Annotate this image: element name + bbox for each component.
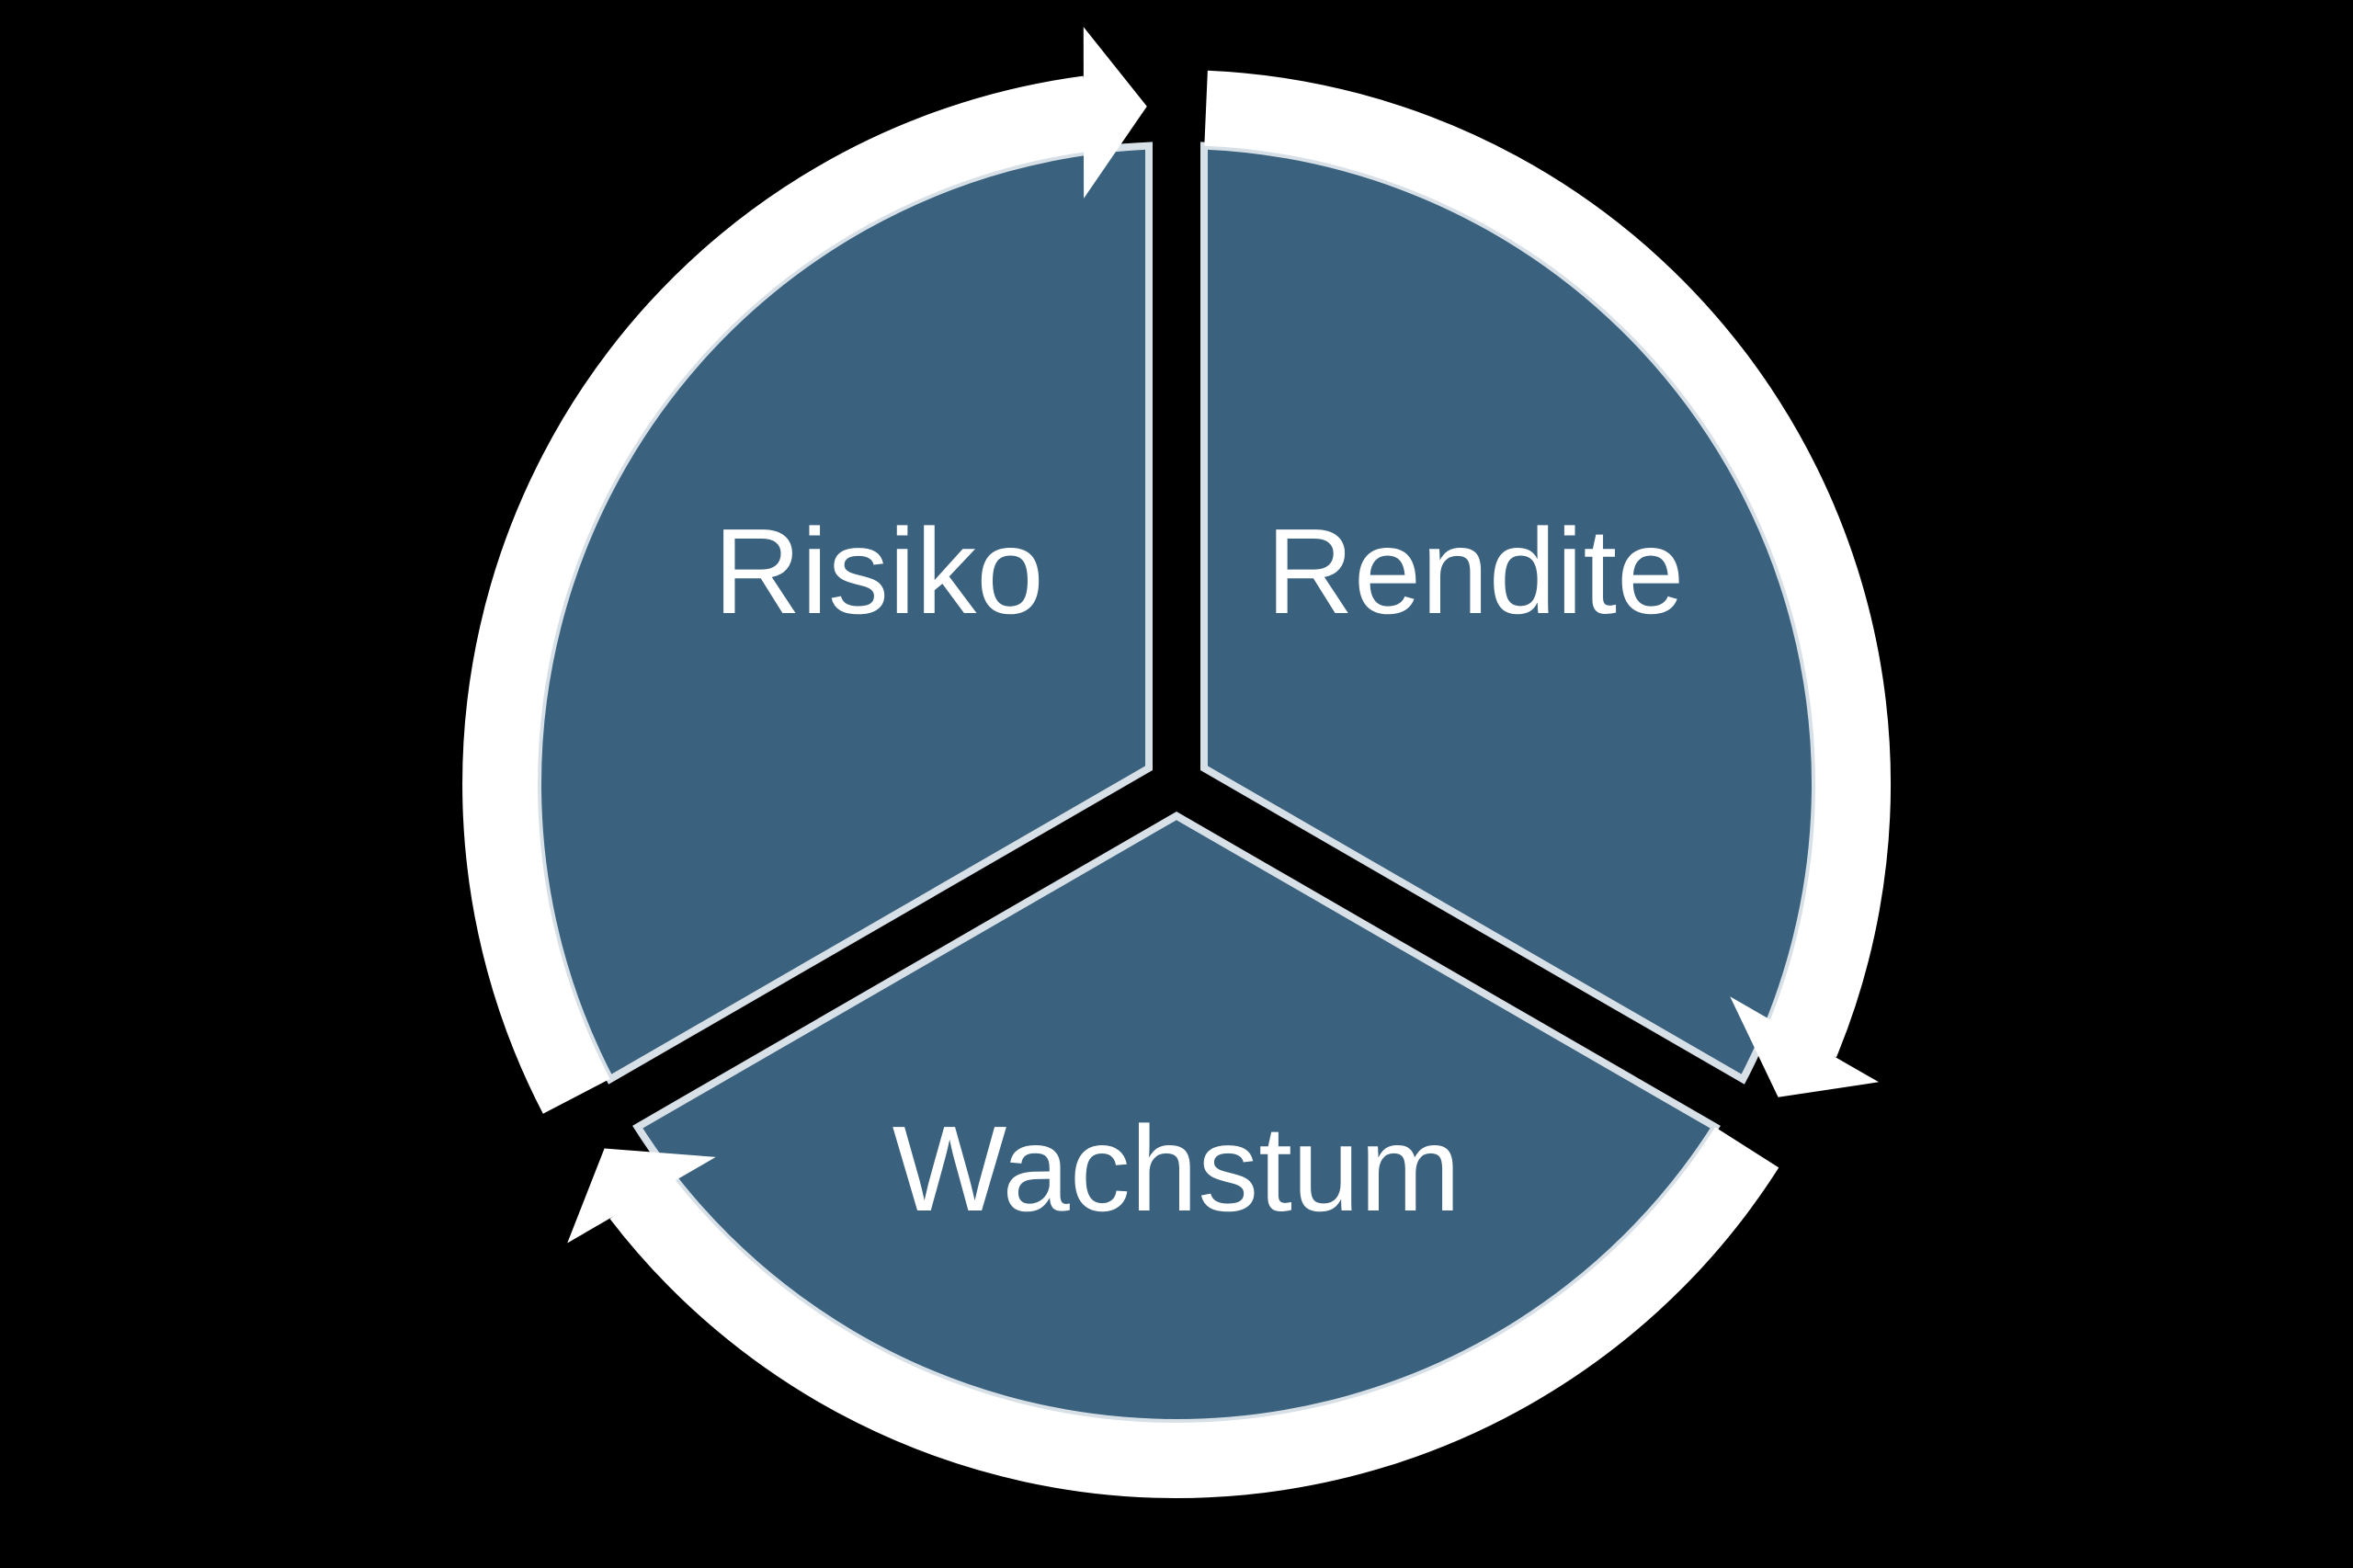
segment-rendite	[1200, 142, 1819, 1085]
segment-label-rendite: Rendite	[1266, 504, 1685, 639]
cycle-arc-top-left	[462, 75, 1094, 1114]
cycle-arc-bottom	[609, 1127, 1779, 1498]
segment-label-risiko: Risiko	[713, 504, 1044, 639]
cycle-arrowhead-left-icon	[567, 1148, 716, 1244]
cycle-arrowhead-top-icon	[1083, 27, 1147, 199]
cycle-arc-top-right	[1204, 70, 1892, 1058]
cycle-arrowhead-right-icon	[1730, 996, 1879, 1097]
segment-label-wachstum: Wachstum	[892, 1101, 1461, 1236]
